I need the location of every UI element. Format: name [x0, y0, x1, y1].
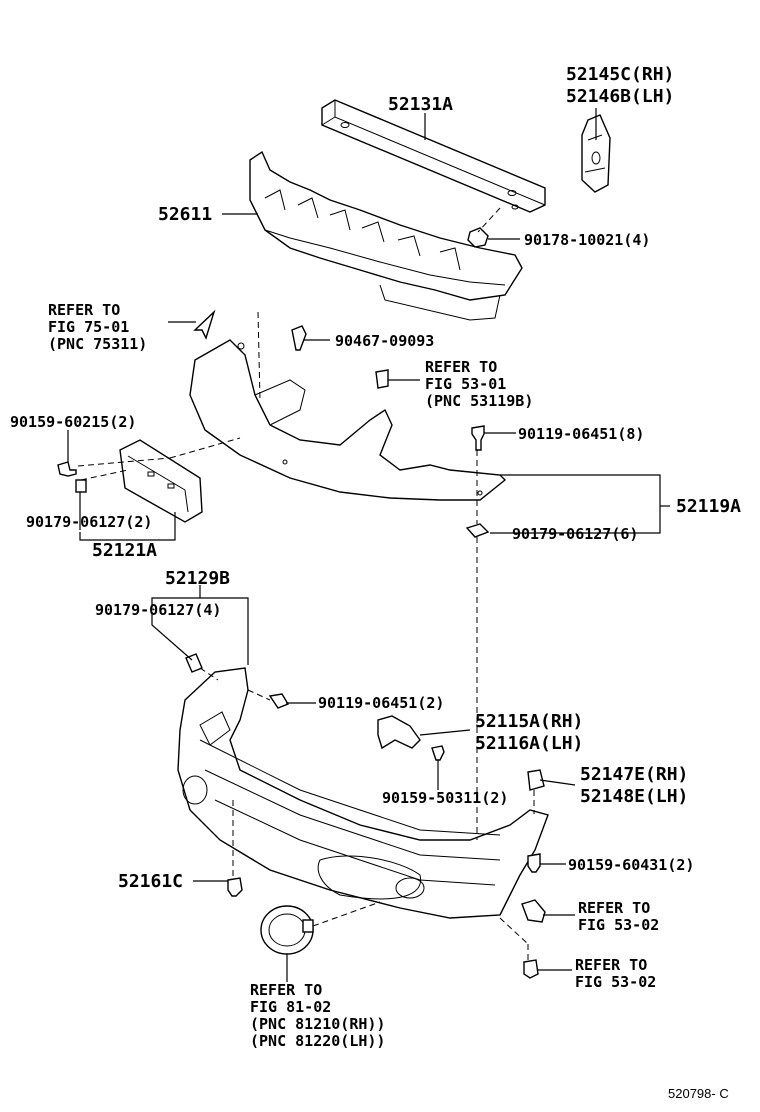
upper-bumper-cover[interactable] [189, 339, 507, 501]
label-90159-60215: 90159-60215(2) [10, 413, 136, 431]
alignment-lines [77, 207, 535, 960]
refer-53a-line2: FIG 53-01 [425, 375, 506, 393]
label-52148E: 52148E(LH) [580, 786, 688, 807]
refer-53c-line1: REFER TO [575, 956, 647, 974]
refer-53a-line3: (PNC 53119B) [425, 392, 533, 410]
bracket-52115A[interactable] [377, 715, 421, 750]
label-52129B: 52129B [165, 568, 230, 589]
bumper-bracket-upper[interactable] [581, 114, 611, 193]
label-90119-2: 90119-06451(2) [318, 694, 444, 712]
label-90159-60431: 90159-60431(2) [568, 856, 694, 874]
label-90178: 90178-10021(4) [524, 231, 650, 249]
refer-53b-line2: FIG 53-02 [578, 916, 659, 934]
refer-81-line2: FIG 81-02 [250, 998, 331, 1016]
label-52119A: 52119A [676, 496, 741, 517]
label-52161C: 52161C [118, 871, 183, 892]
refer-81-line3: (PNC 81210(RH)) [250, 1015, 385, 1033]
refer-75-line2: FIG 75-01 [48, 318, 129, 336]
label-90179-4: 90179-06127(4) [95, 601, 221, 619]
reinforcement-bar[interactable] [321, 99, 546, 213]
fasteners[interactable] [57, 227, 546, 979]
label-90159-50311: 90159-50311(2) [382, 789, 508, 807]
label-52131A: 52131A [388, 94, 453, 115]
label-52121A: 52121A [92, 540, 157, 561]
label-90179-6: 90179-06127(6) [512, 525, 638, 543]
refer-81-line1: REFER TO [250, 981, 322, 999]
label-52146B: 52146B(LH) [566, 86, 674, 107]
refer-53a-line1: REFER TO [425, 358, 497, 376]
label-52115A: 52115A(RH) [475, 711, 583, 732]
label-52145C: 52145C(RH) [566, 64, 674, 85]
label-52611: 52611 [158, 204, 212, 225]
fog-lamp[interactable] [260, 905, 314, 955]
label-90119-8: 90119-06451(8) [518, 425, 644, 443]
refer-53b-line1: REFER TO [578, 899, 650, 917]
label-90467: 90467-09093 [335, 332, 434, 350]
diagram-code: 520798- C [668, 1086, 729, 1101]
refer-81-line4: (PNC 81220(LH)) [250, 1032, 385, 1050]
label-52116A: 52116A(LH) [475, 733, 583, 754]
leader-lines [67, 108, 670, 982]
energy-absorber[interactable] [249, 150, 523, 321]
refer-75-line3: (PNC 75311) [48, 335, 147, 353]
refer-53c-line2: FIG 53-02 [575, 973, 656, 991]
refer-75-line1: REFER TO [48, 301, 120, 319]
label-52147E: 52147E(RH) [580, 764, 688, 785]
lower-bumper-cover[interactable] [177, 667, 549, 919]
label-90179-2: 90179-06127(2) [26, 513, 152, 531]
